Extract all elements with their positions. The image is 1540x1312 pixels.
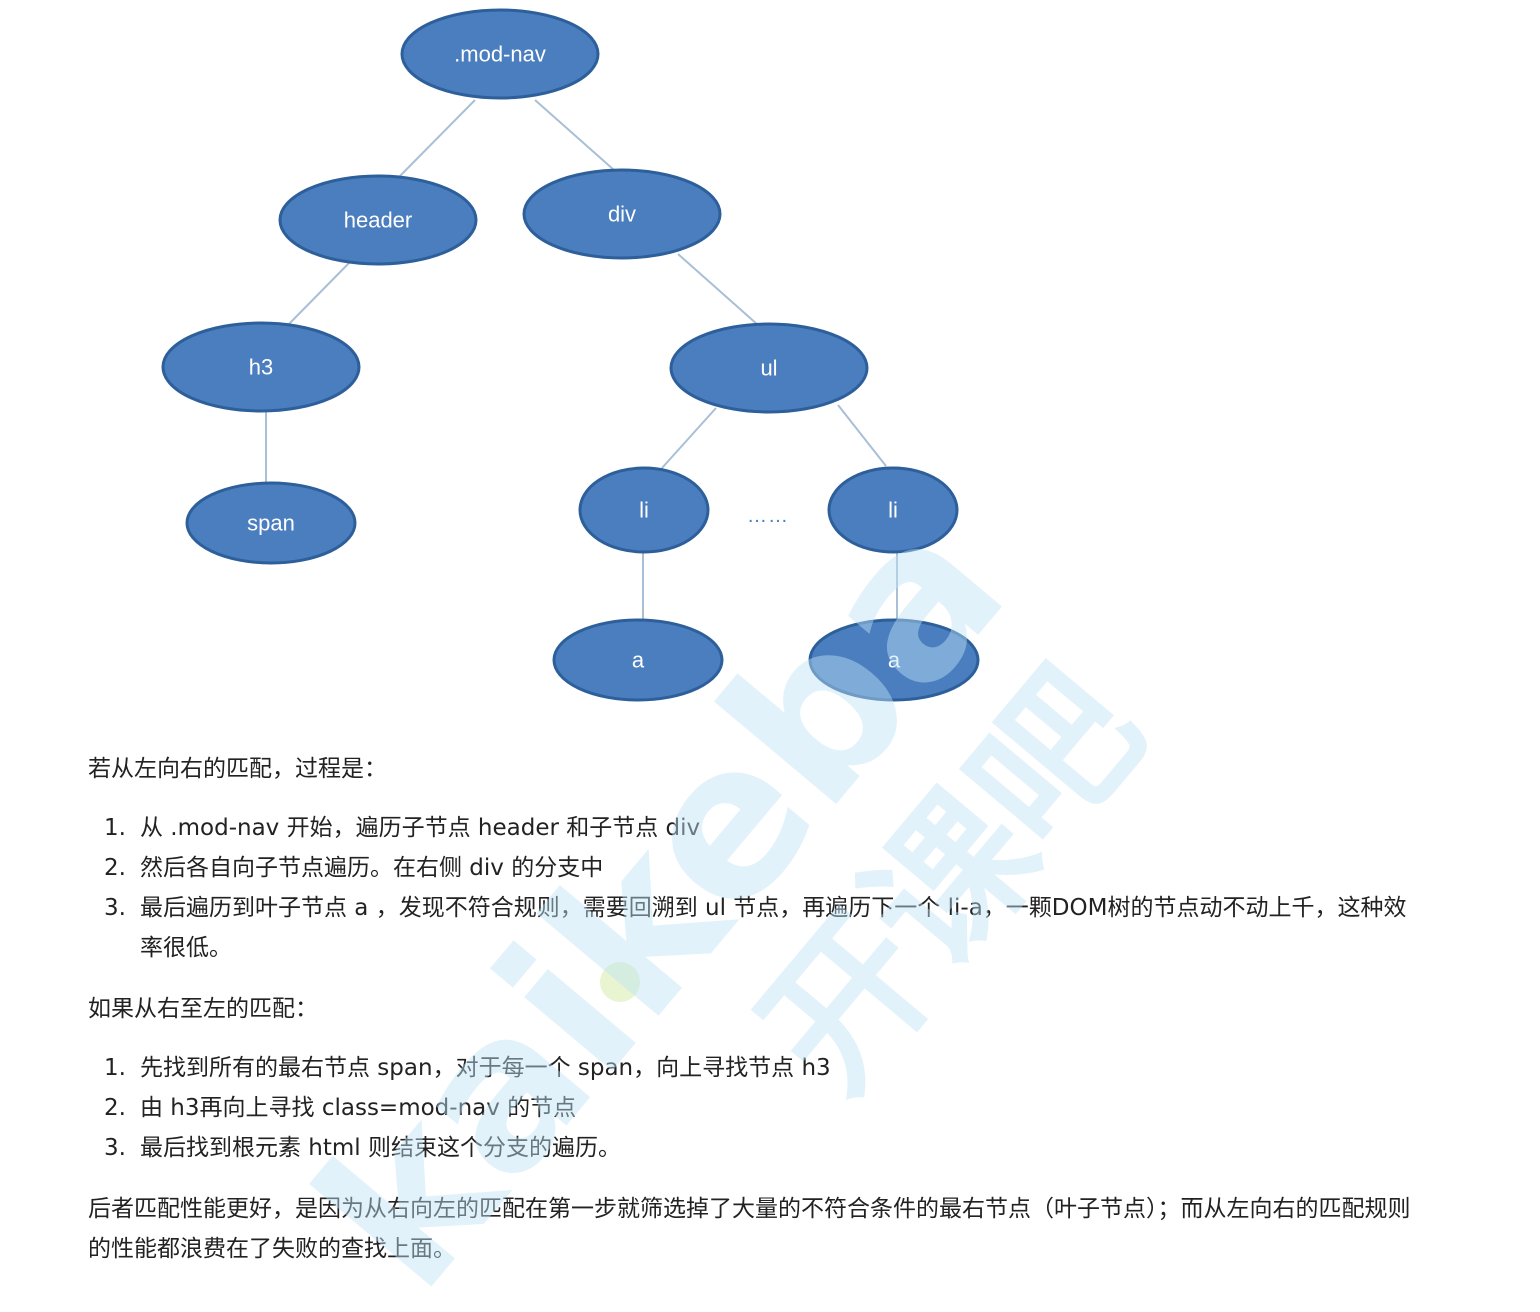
node-span-label: span — [247, 511, 295, 536]
rtl-steps-list: 1. 先找到所有的最右节点 span，对于每一个 span，向上寻找节点 h3 … — [88, 1048, 1418, 1168]
step-number: 1. — [104, 815, 126, 841]
node-h3: h3 — [161, 321, 361, 413]
node-span: span — [185, 481, 357, 565]
step-number: 1. — [104, 1055, 126, 1081]
list-item: 2. 由 h3再向上寻找 class=mod-nav 的节点 — [88, 1088, 1418, 1128]
siblings-ellipsis: …… — [747, 505, 789, 527]
node-a-right: a — [808, 618, 980, 702]
step-number: 2. — [104, 1095, 126, 1121]
node-ul-label: ul — [760, 356, 777, 381]
step-text: 先找到所有的最右节点 span，对于每一个 span，向上寻找节点 h3 — [140, 1055, 831, 1081]
step-number: 3. — [104, 1135, 126, 1161]
node-div: div — [522, 168, 722, 260]
node-header: header — [278, 174, 478, 266]
edge-ul-li-left — [661, 407, 717, 469]
node-li-left: li — [578, 466, 710, 554]
list-item: 1. 从 .mod-nav 开始，遍历子节点 header 和子节点 div — [88, 808, 1418, 848]
rtl-intro: 如果从右至左的匹配： — [88, 996, 318, 1022]
ltr-steps-list: 1. 从 .mod-nav 开始，遍历子节点 header 和子节点 div 2… — [88, 808, 1418, 968]
step-number: 2. — [104, 855, 126, 881]
node-a-right-label: a — [888, 648, 901, 673]
list-item: 1. 先找到所有的最右节点 span，对于每一个 span，向上寻找节点 h3 — [88, 1048, 1418, 1088]
list-item: 2. 然后各自向子节点遍历。在右侧 div 的分支中 — [88, 848, 1418, 888]
list-item: 3. 最后找到根元素 html 则结束这个分支的遍历。 — [88, 1128, 1418, 1168]
step-text: 从 .mod-nav 开始，遍历子节点 header 和子节点 div — [140, 815, 701, 841]
dom-tree-diagram: .mod-nav header div h3 ul span li li a a… — [161, 8, 980, 702]
node-div-label: div — [608, 202, 636, 227]
step-number: 3. — [104, 895, 126, 921]
list-item: 3. 最后遍历到叶子节点 a ，发现不符合规则，需要回溯到 ul 节点，再遍历下… — [88, 888, 1418, 968]
step-text: 由 h3再向上寻找 class=mod-nav 的节点 — [140, 1095, 577, 1121]
node-a-left-label: a — [632, 648, 645, 673]
node-header-label: header — [344, 208, 413, 233]
node-li-right: li — [827, 466, 959, 554]
node-a-left: a — [552, 618, 724, 702]
ltr-intro: 若从左向右的匹配，过程是： — [88, 756, 387, 782]
step-text: 最后遍历到叶子节点 a ，发现不符合规则，需要回溯到 ul 节点，再遍历下一个 … — [140, 895, 1407, 961]
node-ul: ul — [669, 322, 869, 414]
node-li-left-label: li — [639, 498, 649, 523]
edge-root-div — [534, 99, 615, 171]
node-root: .mod-nav — [400, 8, 600, 100]
node-li-right-label: li — [888, 498, 898, 523]
edge-header-h3 — [287, 261, 351, 326]
step-text: 最后找到根元素 html 则结束这个分支的遍历。 — [140, 1135, 622, 1161]
node-root-label: .mod-nav — [454, 42, 546, 67]
edge-ul-li-right — [837, 404, 887, 467]
step-text: 然后各自向子节点遍历。在右侧 div 的分支中 — [140, 855, 604, 881]
conclusion-paragraph: 后者匹配性能更好，是因为从右向左的匹配在第一步就筛选掉了大量的不符合条件的最右节… — [88, 1196, 1411, 1262]
node-h3-label: h3 — [249, 355, 273, 380]
edge-root-header — [397, 99, 476, 179]
edge-div-ul — [677, 253, 759, 326]
